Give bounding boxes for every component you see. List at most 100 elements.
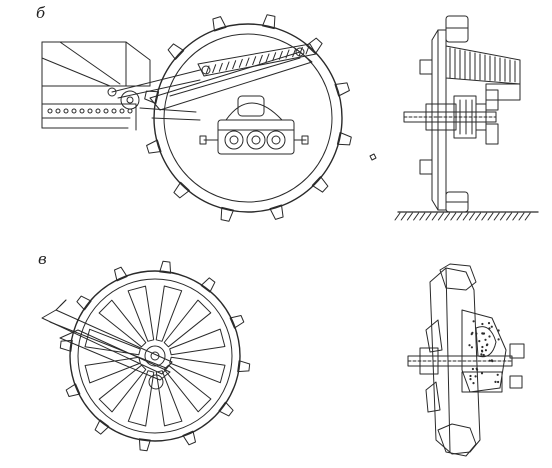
lug	[230, 316, 244, 329]
rack-tooth	[233, 61, 236, 69]
hatch-stroke	[414, 213, 419, 220]
lug	[238, 361, 250, 372]
hopper-frame	[42, 42, 150, 130]
stipple-dot	[485, 350, 486, 351]
top-lug	[440, 264, 476, 290]
stipple-dot	[476, 368, 477, 369]
small-mark	[370, 154, 376, 160]
rack-tooth	[253, 57, 256, 65]
panel-b-front-view	[395, 16, 538, 220]
front-rack-teeth	[450, 48, 515, 82]
rack-tooth	[213, 65, 216, 73]
rivet	[128, 109, 132, 113]
hatch-stroke	[432, 213, 437, 220]
rack-tooth	[286, 50, 289, 58]
stipple-dot	[488, 323, 489, 324]
stipple-dot	[498, 339, 499, 340]
hatch-stroke	[426, 213, 431, 220]
rivet	[112, 109, 116, 113]
spoke	[85, 329, 140, 355]
hatch-stroke	[395, 213, 400, 220]
rack-conveyor	[140, 44, 316, 120]
lug	[147, 140, 161, 153]
ground-line	[395, 212, 538, 220]
hatch-stroke	[525, 213, 530, 220]
rack-tooth	[306, 46, 309, 54]
stipple-dot	[487, 344, 488, 345]
lug	[337, 133, 351, 145]
rivet	[80, 109, 84, 113]
spoke	[164, 300, 211, 347]
spoke	[99, 300, 146, 347]
disc-profile	[430, 268, 480, 454]
spoke	[156, 371, 182, 426]
lug	[139, 439, 150, 451]
stipple-dot	[489, 336, 490, 337]
lug	[115, 267, 128, 281]
stipple-dot	[485, 339, 486, 340]
rack-tooth	[279, 51, 282, 59]
front-rack	[446, 46, 520, 100]
hatch-stroke	[451, 213, 456, 220]
wheel-lugs	[145, 15, 352, 222]
lug	[183, 431, 196, 445]
stipple-dot	[483, 333, 484, 334]
hatch-stroke	[476, 213, 481, 220]
front-v-hub	[408, 310, 524, 392]
panel-v-side-view	[42, 261, 250, 450]
lug	[213, 17, 226, 31]
bottom-lug	[438, 424, 476, 456]
lug	[174, 182, 190, 198]
stipple-dot	[483, 354, 484, 355]
stipple-dot	[470, 379, 471, 380]
wheel-v-spokes	[85, 286, 225, 426]
lug	[221, 207, 233, 221]
rivet-row	[48, 109, 132, 113]
drive-pulley	[108, 70, 200, 109]
spoke	[170, 357, 225, 383]
rivet	[120, 109, 124, 113]
lug	[95, 420, 109, 434]
stipple-dot	[491, 360, 492, 361]
spoke	[164, 365, 211, 412]
wheel-v-rim	[70, 271, 240, 441]
hatch-stroke	[463, 213, 468, 220]
rack-tooth	[259, 55, 262, 63]
hatch-stroke	[519, 213, 524, 220]
rack-tooth	[239, 59, 242, 67]
stipple-dot	[473, 321, 474, 322]
wheel-edge	[420, 16, 468, 212]
stipple-dot	[481, 354, 482, 355]
hatch-stroke	[500, 213, 505, 220]
stipple-dot	[497, 374, 498, 375]
stipple-dot	[481, 373, 482, 374]
stipple-dot	[469, 345, 470, 346]
rack-teeth	[206, 46, 309, 74]
lug	[335, 83, 349, 96]
hatch-stroke	[420, 213, 425, 220]
stipple-dot	[481, 350, 482, 351]
stipple-dot	[473, 383, 474, 384]
stipple-dot	[471, 347, 472, 348]
hatch-stroke	[438, 213, 443, 220]
panel-b-side-view	[42, 15, 351, 222]
rack-tooth	[293, 49, 296, 57]
stipple-dot	[495, 381, 496, 382]
hatch-stroke	[507, 213, 512, 220]
rack-tooth	[273, 53, 276, 61]
lug	[312, 177, 328, 193]
ground-hatching	[395, 213, 530, 220]
stipple-dot	[470, 375, 471, 376]
rivet	[88, 109, 92, 113]
stipple-dot	[476, 333, 477, 334]
spoke	[85, 357, 140, 383]
spoke	[128, 286, 154, 341]
hub-stipple	[469, 321, 499, 384]
side-blade-lower	[426, 382, 440, 412]
stipple-dot	[498, 330, 499, 331]
lug	[270, 205, 283, 219]
panel-v-front-view	[408, 264, 524, 456]
spoke	[99, 365, 146, 412]
rack-tooth	[246, 58, 249, 66]
stipple-dot	[482, 323, 483, 324]
